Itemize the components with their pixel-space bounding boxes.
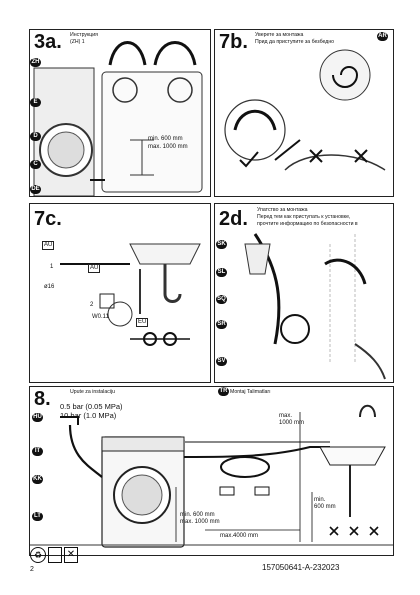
- language-badge: DE: [30, 185, 41, 194]
- panel-text: Упатство за монтажа: [257, 207, 308, 213]
- step-label: 2d.: [219, 208, 248, 230]
- panel-8: 8. Upute za instalaciju Montaj Talimatla…: [29, 386, 394, 556]
- region-tag-au: AU: [42, 241, 55, 250]
- installation-overview-illustration: [30, 404, 393, 548]
- step-label: 8.: [34, 388, 51, 410]
- dimension-min: min. 600 mm: [180, 512, 215, 518]
- panel-text: Upute za instalaciju: [70, 389, 115, 395]
- panel-text: Прид да приступите за безбедно: [255, 39, 335, 45]
- washer-hose-illustration: [33, 41, 203, 196]
- panel-3a: 3a. Инструкция (ZH) 1 min. 600 mm max. 1…: [29, 29, 211, 197]
- panel-7c: 7c. AU AU EU 1 2 ø16 W0.11: [29, 203, 211, 383]
- panel-7b: 7b. Уверете за монтажа Прид да приступит…: [214, 29, 394, 197]
- washer-label: W0.11: [92, 314, 109, 320]
- sink-connection-illustration: [60, 243, 201, 346]
- dimension-min-right: min.: [314, 497, 326, 503]
- panel-text: (ZH) 1: [70, 39, 85, 45]
- page-number: 2: [30, 566, 34, 573]
- language-badge: SQ: [216, 295, 227, 304]
- language-badge: ZH: [30, 58, 41, 67]
- dimension-max-top: max.: [279, 413, 293, 419]
- panel-text: прочтите информацию по безопасности в: [257, 221, 358, 227]
- step-label: 3a.: [34, 31, 62, 53]
- language-badge: AR: [377, 32, 388, 41]
- pressure-max: 10 bar (1.0 MPa): [60, 411, 117, 420]
- recycle-icon: ♻: [30, 547, 46, 563]
- language-badge: E: [30, 98, 41, 107]
- document-code: 157050641-A-232023: [262, 563, 340, 572]
- dimension-max-top-value: 1000 mm: [279, 420, 305, 426]
- language-badge: KK: [32, 475, 43, 484]
- dimension-max: max. 1000 mm: [180, 519, 220, 525]
- wall-drain-illustration: [244, 233, 386, 380]
- language-badge: HU: [32, 413, 43, 422]
- pressure-min: 0.5 bar (0.05 MPa): [60, 402, 123, 411]
- language-badge: D: [30, 132, 41, 141]
- dimension-min-right-value: 600 mm: [314, 504, 336, 510]
- language-badge: C: [30, 160, 41, 169]
- region-tag-eu: EU: [136, 318, 149, 327]
- diameter-label: ø16: [44, 284, 55, 290]
- language-badge: SR: [216, 320, 227, 329]
- dimension-min: min. 600 mm: [148, 136, 183, 142]
- dimension-max: max. 1000 mm: [148, 144, 188, 150]
- language-badge: SL: [216, 268, 227, 277]
- callout-2: 2: [90, 302, 94, 308]
- dimension-bottom: max.4000 mm: [220, 533, 259, 539]
- panel-text: Уверете за монтажа: [255, 32, 304, 38]
- panel-text: Инструкция: [70, 32, 98, 38]
- siphon-illustration: [224, 49, 386, 171]
- bin-crossed-icon: ✕: [64, 547, 78, 563]
- region-tag-au: AU: [88, 264, 101, 273]
- language-badge: IT: [32, 447, 43, 456]
- callout-1: 1: [50, 264, 54, 270]
- panel-text: Montaj Talimatları: [230, 389, 271, 395]
- language-badge: TR: [218, 387, 229, 396]
- language-badge: SV: [216, 357, 227, 366]
- panel-2d: 2d. Упатство за монтажа Перед тем как пр…: [214, 203, 394, 383]
- step-label: 7b.: [219, 31, 248, 53]
- language-badge: SK: [216, 240, 227, 249]
- panel-text: Перед тем как приступать к установке,: [257, 214, 351, 220]
- step-label: 7c.: [34, 208, 62, 230]
- document-icon: [48, 547, 62, 563]
- language-badge: LT: [32, 512, 43, 521]
